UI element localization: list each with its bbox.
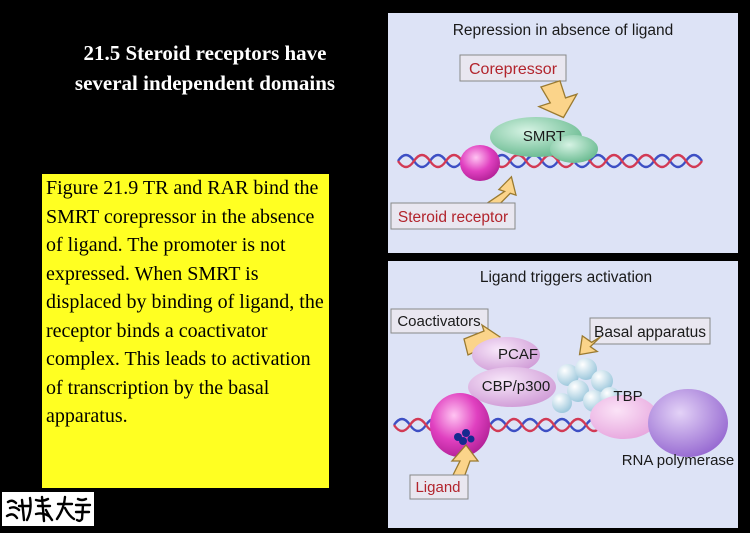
smrt-protein-lobe xyxy=(550,135,598,163)
ligand-label-box xyxy=(409,474,469,500)
figure-caption: Figure 21.9 TR and RAR bind the SMRT cor… xyxy=(46,177,324,427)
coactivators-label-box xyxy=(390,308,489,334)
coactivators-label: Coactivators xyxy=(397,313,480,330)
steroid-receptor-protein xyxy=(460,145,500,181)
slide-title: 21.5 Steroid receptors have several inde… xyxy=(30,38,380,98)
steroid-receptor-figure: Repression in absence of ligand Corepres… xyxy=(388,13,738,528)
ligand-molecules xyxy=(454,429,475,445)
basal-apparatus-label: Basal apparatus xyxy=(594,324,706,341)
pcaf-label: PCAF xyxy=(498,346,538,363)
pcaf-protein xyxy=(472,337,540,373)
panel1-title: Repression in absence of ligand xyxy=(453,22,674,39)
corepressor-label-box xyxy=(459,54,567,82)
cbp-p300-protein xyxy=(468,367,556,407)
basal-apparatus-factors xyxy=(552,358,620,413)
steroid-receptor-label-box xyxy=(390,202,516,230)
slide-title-line-2: several independent domains xyxy=(74,71,336,95)
tbp-protein xyxy=(590,395,658,439)
tbp-label: TBP xyxy=(613,388,642,405)
rna-polymerase-label: RNA polymerase xyxy=(622,452,735,469)
panel2-title: Ligand triggers activation xyxy=(480,269,652,286)
smrt-label: SMRT xyxy=(523,128,565,145)
tsinghua-logo xyxy=(2,492,94,526)
slide-title-line-1: 21.5 Steroid receptors have xyxy=(83,41,327,65)
ligand-label: Ligand xyxy=(415,479,460,496)
basal-apparatus-arrow xyxy=(578,334,602,356)
rna-polymerase-protein xyxy=(648,389,728,457)
tsinghua-calligraphy-logo xyxy=(5,495,92,523)
corepressor-arrow xyxy=(537,79,579,119)
corepressor-label: Corepressor xyxy=(469,61,558,78)
figure-caption-box: Figure 21.9 TR and RAR bind the SMRT cor… xyxy=(42,174,329,488)
cbp-p300-label: CBP/p300 xyxy=(482,378,550,395)
steroid-receptor-bound xyxy=(430,393,490,457)
basal-apparatus-label-box xyxy=(589,317,711,345)
steroid-receptor-label: Steroid receptor xyxy=(398,209,508,226)
